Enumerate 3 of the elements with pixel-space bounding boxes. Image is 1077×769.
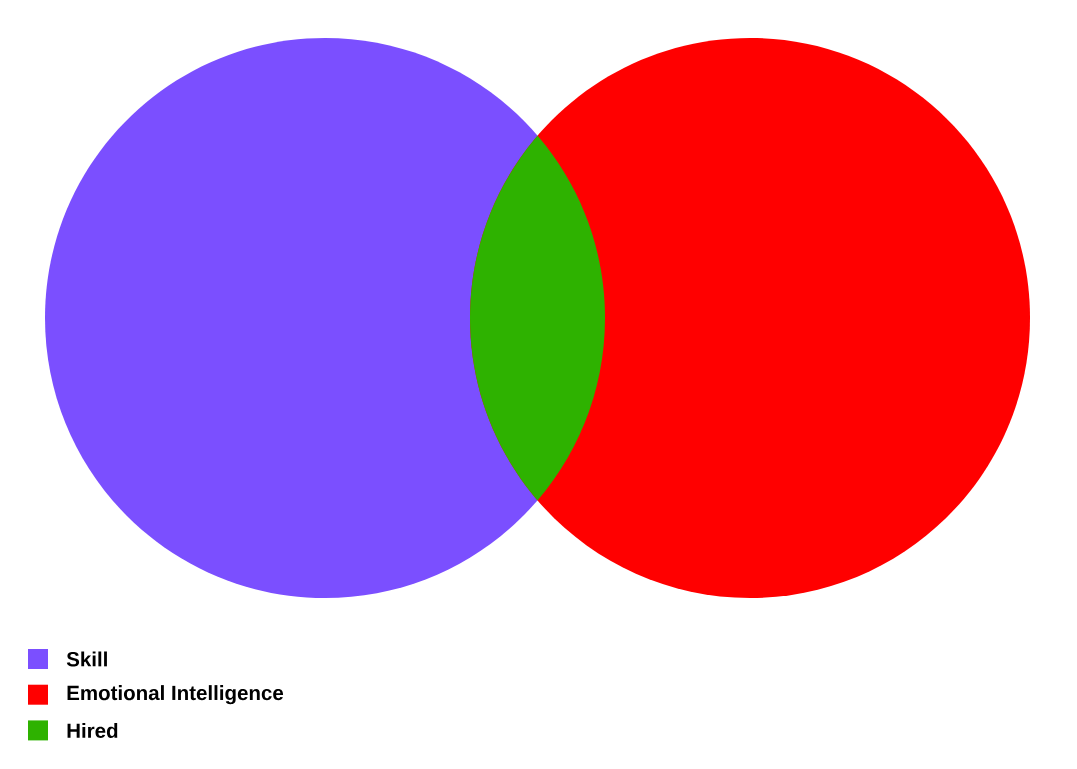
legend-label: Hired bbox=[67, 722, 118, 738]
legend-label: Emotional Intelligence bbox=[67, 685, 284, 705]
legend-label: Skill bbox=[66, 651, 107, 667]
